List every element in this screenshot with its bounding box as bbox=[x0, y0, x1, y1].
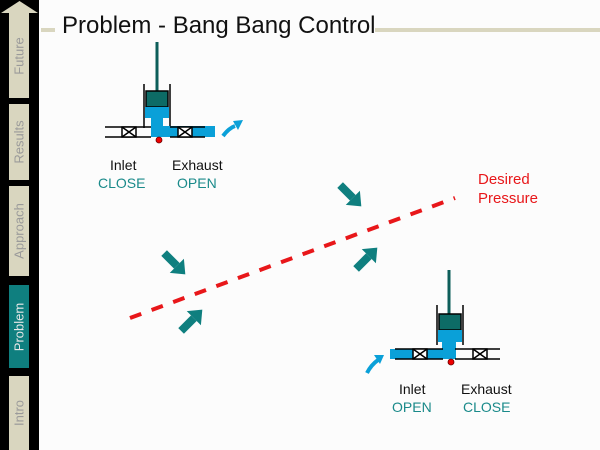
arrow-up-right-icon bbox=[178, 309, 203, 334]
exhaust-valve-open-icon bbox=[177, 126, 193, 138]
inflow-arrow-icon bbox=[365, 358, 380, 374]
top-inlet-state: CLOSE bbox=[98, 175, 146, 191]
exhaust-valve-closed-icon bbox=[472, 348, 488, 360]
valve-top bbox=[105, 42, 243, 144]
bottom-exhaust-state: CLOSE bbox=[463, 399, 511, 415]
title-rule-left bbox=[41, 28, 55, 32]
outflow-arrow-icon bbox=[221, 124, 236, 138]
valve-bottom bbox=[365, 270, 500, 374]
nav-tab-future[interactable]: Future bbox=[9, 13, 29, 98]
top-exhaust-label: Exhaust bbox=[172, 157, 223, 173]
nav-tab-approach[interactable]: Approach bbox=[9, 186, 29, 276]
arrow-down-right-icon bbox=[337, 182, 362, 207]
bottom-inlet-label: Inlet bbox=[399, 381, 426, 397]
sidebar-nav: Future Results Approach Problem Intro bbox=[0, 0, 39, 450]
desired-pressure-line2: Pressure bbox=[478, 190, 539, 207]
desired-pressure-line1: Desired bbox=[478, 171, 530, 188]
page-title: Problem - Bang Bang Control bbox=[62, 12, 376, 39]
nav-tab-problem[interactable]: Problem bbox=[9, 285, 29, 368]
title-rule-right bbox=[375, 28, 600, 32]
top-exhaust-state: OPEN bbox=[177, 175, 217, 191]
arrow-up-right-icon bbox=[353, 247, 378, 272]
inlet-valve-closed-icon bbox=[121, 126, 137, 138]
pressure-arrows bbox=[161, 182, 378, 334]
top-inlet-label: Inlet bbox=[110, 157, 137, 173]
desired-pressure-label: Desired Pressure bbox=[478, 170, 538, 208]
inlet-valve-open-icon bbox=[412, 348, 428, 360]
nav-tab-intro[interactable]: Intro bbox=[9, 376, 29, 450]
arrow-down-right-icon bbox=[161, 250, 186, 275]
nav-tab-results[interactable]: Results bbox=[9, 104, 29, 180]
desired-pressure-line bbox=[129, 196, 456, 320]
bottom-exhaust-label: Exhaust bbox=[461, 381, 512, 397]
bottom-inlet-state: OPEN bbox=[392, 399, 432, 415]
